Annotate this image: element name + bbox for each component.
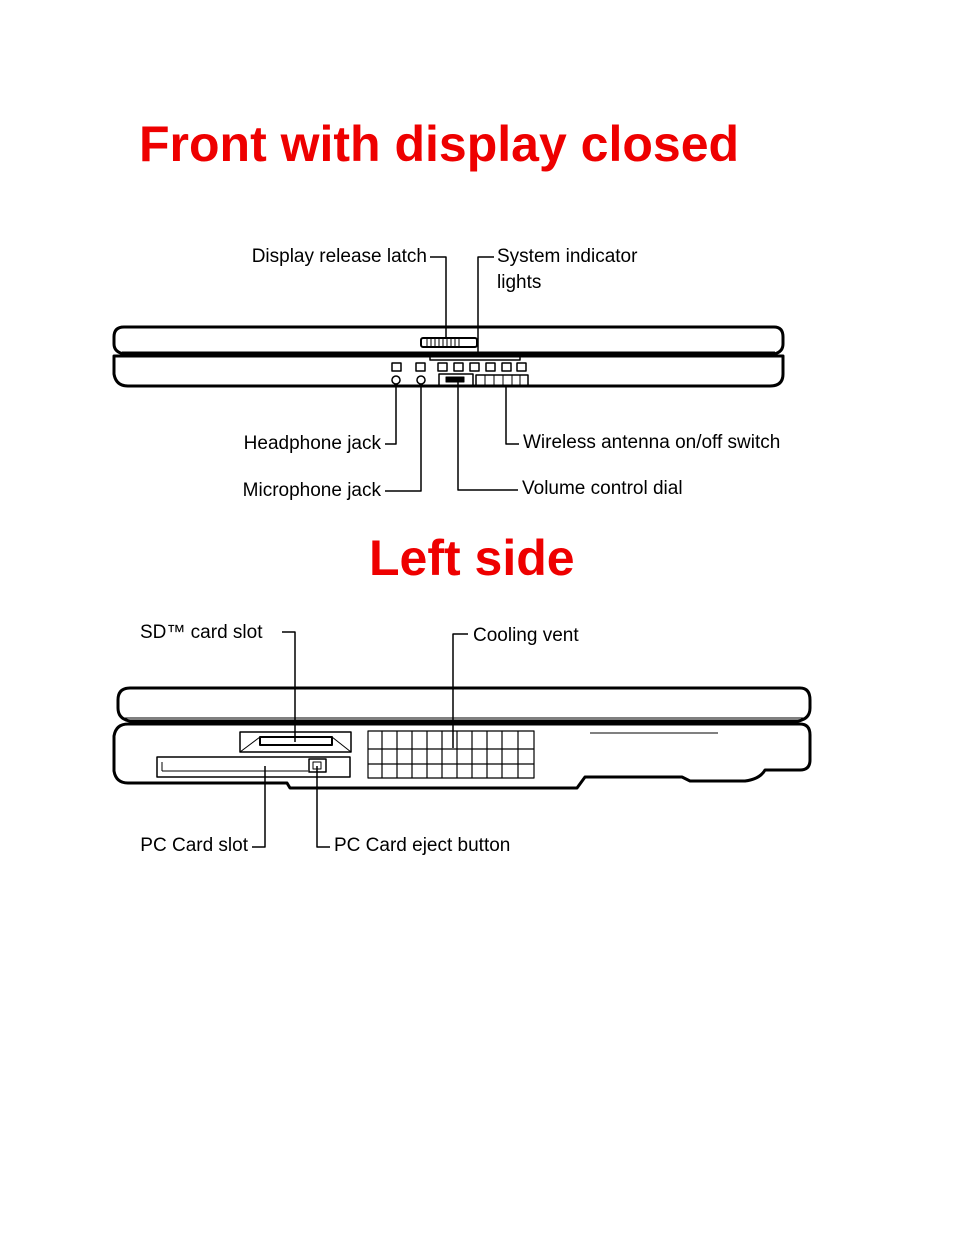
left-callout-lines — [252, 632, 468, 847]
system-indicator-lights-icon — [438, 363, 526, 371]
left-laptop-drawing — [114, 688, 810, 788]
microphone-jack-port[interactable] — [417, 376, 425, 384]
headphone-icon — [392, 363, 401, 371]
cooling-vent — [368, 731, 534, 778]
front-lid — [114, 327, 783, 354]
microphone-icon — [416, 363, 425, 371]
headphone-jack-port[interactable] — [392, 376, 400, 384]
display-release-latch-icon[interactable] — [421, 338, 477, 347]
left-lid — [118, 688, 810, 721]
front-laptop-drawing — [114, 327, 783, 386]
